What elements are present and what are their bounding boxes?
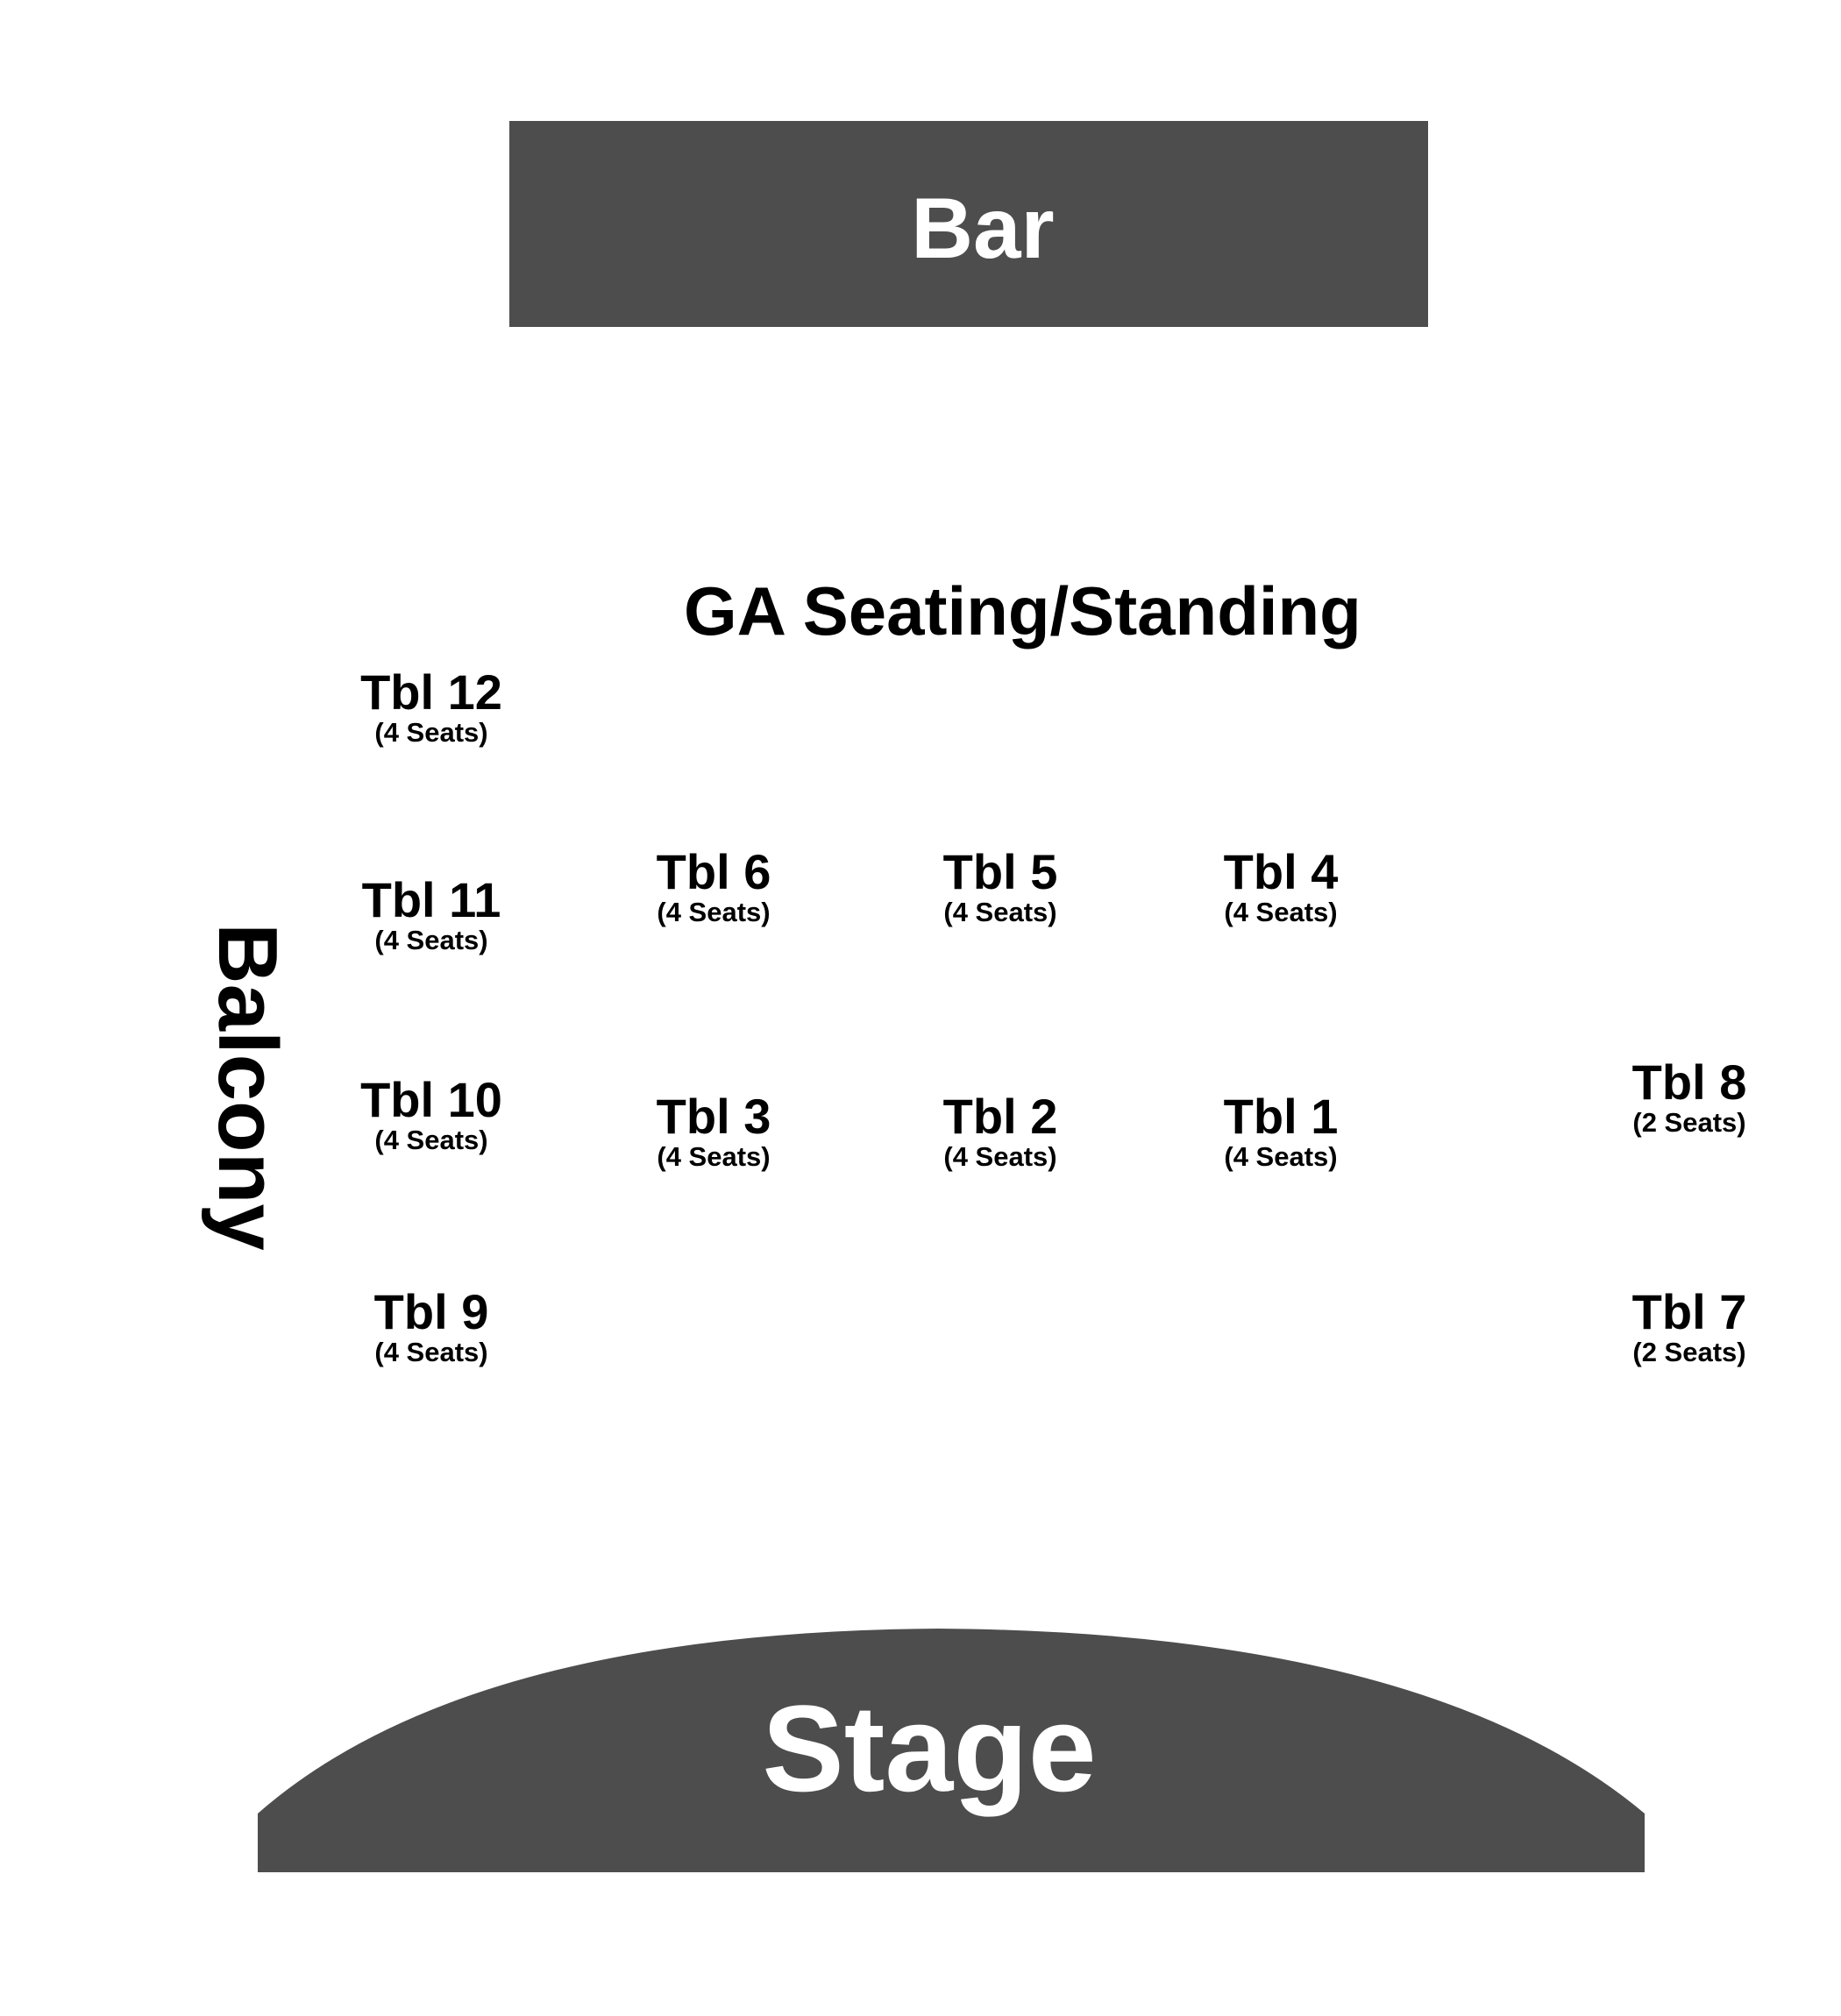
bar-label: Bar: [911, 179, 1055, 276]
table-name: Tbl 3: [656, 1089, 771, 1144]
table-name: Tbl 12: [360, 664, 502, 720]
table-seats: (4 Seats): [657, 897, 771, 927]
bar-area[interactable]: Bar: [509, 121, 1428, 327]
table-6[interactable]: Tbl 6 (4 Seats): [600, 848, 828, 926]
table-seats: (4 Seats): [1224, 897, 1338, 927]
table-seats: (4 Seats): [374, 1125, 488, 1155]
table-8[interactable]: Tbl 8 (2 Seats): [1575, 1054, 1803, 1138]
table-12[interactable]: Tbl 12 (4 Seats): [317, 664, 545, 748]
table-seats: (4 Seats): [657, 1141, 771, 1172]
table-seats: (4 Seats): [943, 897, 1057, 927]
table-name: Tbl 2: [942, 1089, 1058, 1144]
table-name: Tbl 6: [656, 844, 771, 899]
table-seats: (2 Seats): [1632, 1107, 1746, 1138]
table-name: Tbl 5: [942, 844, 1058, 899]
table-10[interactable]: Tbl 10 (4 Seats): [317, 1075, 545, 1154]
table-4[interactable]: Tbl 4 (4 Seats): [1167, 848, 1395, 926]
table-name: Tbl 1: [1223, 1089, 1339, 1144]
stage-label: Stage: [762, 1679, 1096, 1817]
table-1[interactable]: Tbl 1 (4 Seats): [1167, 1089, 1395, 1172]
table-name: Tbl 7: [1631, 1284, 1747, 1339]
table-7[interactable]: Tbl 7 (2 Seats): [1575, 1288, 1803, 1366]
table-name: Tbl 10: [360, 1072, 502, 1127]
table-name: Tbl 11: [361, 872, 501, 927]
stage-shape: [258, 1629, 1645, 1872]
table-seats: (4 Seats): [374, 1337, 488, 1367]
table-name: Tbl 8: [1631, 1054, 1747, 1110]
table-2[interactable]: Tbl 2 (4 Seats): [886, 1089, 1114, 1172]
table-seats: (4 Seats): [374, 717, 488, 748]
table-11[interactable]: Tbl 11 (4 Seats): [317, 872, 545, 955]
table-seats: (4 Seats): [943, 1141, 1057, 1172]
table-3[interactable]: Tbl 3 (4 Seats): [600, 1089, 828, 1172]
table-name: Tbl 9: [373, 1284, 489, 1339]
ga-seating-label: GA Seating/Standing: [684, 572, 1361, 650]
table-seats: (4 Seats): [374, 925, 488, 955]
table-5[interactable]: Tbl 5 (4 Seats): [886, 848, 1114, 926]
table-seats: (2 Seats): [1632, 1337, 1746, 1367]
table-9[interactable]: Tbl 9 (4 Seats): [317, 1288, 545, 1366]
table-name: Tbl 4: [1223, 844, 1339, 899]
table-seats: (4 Seats): [1224, 1141, 1338, 1172]
